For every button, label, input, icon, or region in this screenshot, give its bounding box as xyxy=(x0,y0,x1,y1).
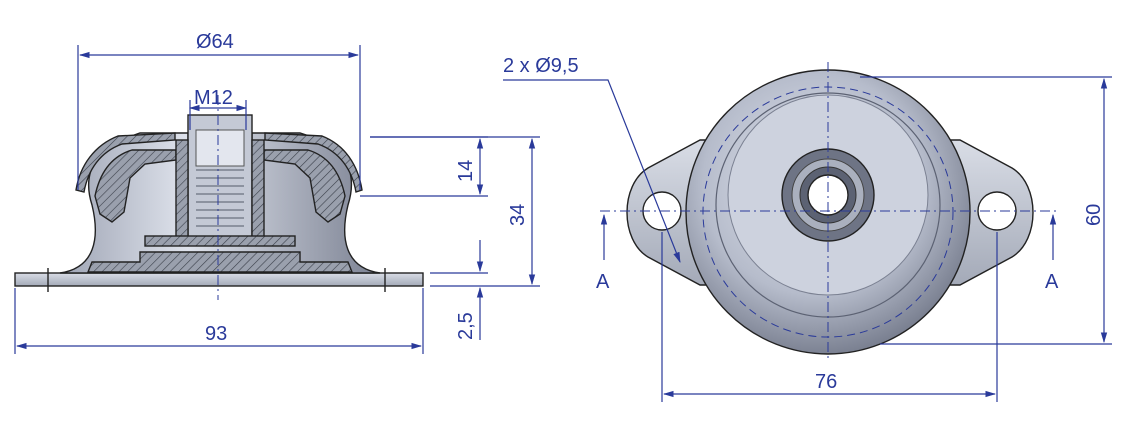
section-marker-right: A xyxy=(1045,271,1059,293)
dim-height-total: 34 xyxy=(507,204,529,226)
dim-base-width: 60 xyxy=(1083,204,1105,226)
section-marker-left: A xyxy=(596,271,610,293)
dim-hole-spacing: 76 xyxy=(815,371,837,393)
base-plate-section xyxy=(86,251,354,273)
top-view xyxy=(600,62,1060,360)
dim-holes: 2 x Ø9,5 xyxy=(503,55,579,77)
rubber-section-left xyxy=(94,149,177,223)
rubber-section-right xyxy=(263,149,346,223)
steel-shell-left xyxy=(75,132,176,193)
dim-thread: M12 xyxy=(194,87,233,109)
dim-base-length: 93 xyxy=(205,323,227,345)
dim-base-thickness: 2,5 xyxy=(455,312,477,340)
dimensions-section: Ø64 M12 14 34 2,5 93 xyxy=(14,31,540,354)
insert-bottom xyxy=(144,235,296,247)
insert-wall-left xyxy=(175,139,189,246)
dim-diameter-top: Ø64 xyxy=(196,31,234,53)
top-threaded-hole xyxy=(807,174,849,216)
base-flange xyxy=(14,272,424,287)
section-view xyxy=(14,95,424,300)
dimensions-top: 2 x Ø9,5 60 76 A A xyxy=(503,55,1112,402)
thread-lines xyxy=(196,169,244,227)
dim-height-upper: 14 xyxy=(455,160,477,182)
insert-bore xyxy=(195,129,245,167)
steel-shell-right xyxy=(264,132,363,193)
insert-wall-right xyxy=(251,139,265,246)
